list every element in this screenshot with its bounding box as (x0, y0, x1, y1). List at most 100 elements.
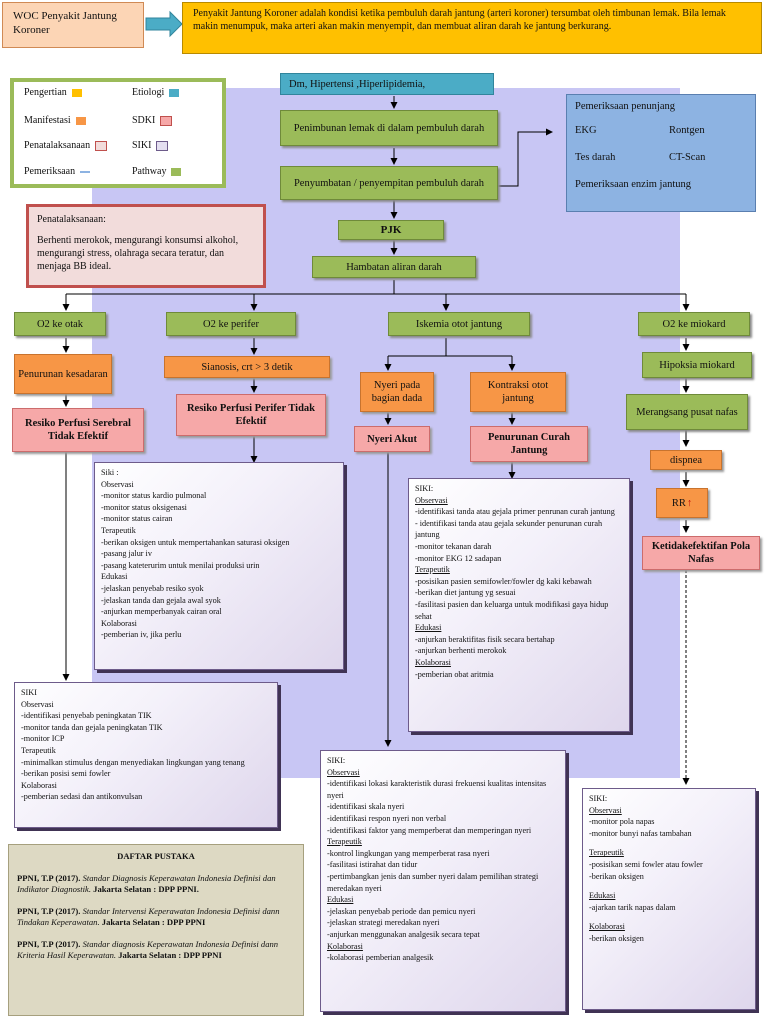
legend-label: SDKI (132, 115, 156, 126)
siki-line: -monitor ICP (21, 734, 65, 744)
siki-line: Terapeutik (101, 525, 136, 535)
siki-perifer-note: Siki : Observasi -monitor status kardio pu… (94, 462, 344, 670)
penatalaksanaan-box: Penatalaksanaan: Berhenti merokok, mengu… (26, 204, 266, 288)
siki-nafas-note: SIKI:Observasi-monitor pola napas-monito… (582, 788, 756, 1010)
siki-line: SIKI (21, 688, 37, 697)
node-rr: RR ↑ (656, 488, 708, 518)
siki-line: -identifikasi respon nyeri non verbal (327, 813, 447, 823)
siki-line: -berikan oksigen (589, 933, 644, 943)
dx-nyeri-akut: Nyeri Akut (354, 426, 430, 452)
page-title: WOC Penyakit Jantung Koroner (2, 2, 144, 48)
siki-line: SIKI: (589, 794, 608, 803)
legend-item: Etiologi (132, 87, 180, 98)
siki-line: -berikan oksigen untuk mempertahankan sa… (101, 537, 290, 547)
legend-label: Pengertian (24, 87, 67, 98)
siki-line: -berikan posisi semi fowler (21, 769, 111, 779)
siki-line: -kontrol lingkungan yang memperberat ras… (327, 848, 490, 858)
arrow-to-pemeriksaan (480, 128, 553, 187)
legend-item: Pathway (132, 166, 182, 177)
legend-swatch (156, 140, 169, 151)
siki-line: Observasi (101, 479, 134, 489)
siki-line: -fasilitasi istirahat dan tidur (327, 860, 418, 870)
siki-line: Terapeutik (21, 745, 56, 755)
ref-publisher: Jakarta Selatan : DPP PPNI (101, 917, 206, 927)
node-iskemia: Iskemia otot jantung (388, 312, 530, 336)
node-o2-perifer: O2 ke perifer (166, 312, 296, 336)
siki-line: -identifikasi faktor yang memperberat da… (327, 825, 532, 835)
legend (10, 78, 226, 188)
legend-item: Pengertian (24, 87, 82, 98)
siki-line: Edukasi (589, 891, 616, 901)
siki-line: -kolaborasi pemberian analgesik (327, 953, 434, 963)
legend-swatch (171, 167, 182, 176)
siki-line: -anjurkan memperbanyak cairan oral (101, 607, 222, 617)
node-sianosis: Sianosis, crt > 3 detik (164, 356, 330, 378)
legend-swatch (160, 115, 173, 126)
node-penurunan-kesadaran: Penurunan kesadaran (14, 354, 112, 394)
siki-line: -identifikasi lokasi karakteristik duras… (327, 779, 547, 800)
siki-line: -anjurkan berhenti merokok (415, 646, 507, 656)
ref-author: PPNI, T.P (2017). (17, 938, 81, 949)
pemeriksaan-ct-scan: CT-Scan (669, 152, 706, 163)
legend-item: Manifestasi (24, 115, 86, 126)
siki-line: Observasi (415, 495, 448, 505)
node-kontraksi: Kontraksi otot jantung (470, 372, 566, 412)
title-arrow-icon (145, 10, 183, 38)
node-pjk: PJK (338, 220, 444, 240)
dx-penurunan-curah-jantung: Penurunan Curah Jantung (470, 426, 588, 462)
ref-title: Standar diagnosis Keperawatan Indonesia … (17, 938, 279, 961)
siki-line: Siki : (101, 468, 119, 477)
ref-title: Standar Diagnosis Keperawatan Indonesia … (17, 872, 276, 895)
dx-perfusi-serebral: Resiko Perfusi Serebral Tidak Efektif (12, 408, 144, 452)
node-penyumbatan: Penyumbatan / penyempitan pembuluh darah (280, 166, 498, 200)
ref-publisher: Jakarta Selatan : DPP PPNI (118, 950, 222, 960)
pustaka-ref: PPNI, T.P (2017). Standar diagnosis Kepe… (17, 939, 295, 962)
siki-line: -monitor tekanan darah (415, 541, 492, 551)
siki-line: -jelaskan penyebab periode dan pemicu ny… (327, 906, 476, 916)
siki-line: -monitor tanda dan gejala peningkatan TI… (21, 722, 163, 732)
node-merangsang: Merangsang pusat nafas (626, 394, 748, 430)
pustaka-ref: PPNI, T.P (2017). Standar Intervensi Kep… (17, 906, 295, 929)
siki-line: -jelaskan tanda dan gejala awal syok (101, 595, 221, 605)
siki-line: Kolaborasi (21, 780, 57, 790)
siki-line: -minimalkan stimulus dengan menyediakan … (21, 757, 245, 767)
siki-line: -pasang kateterurim untuk menilai produk… (101, 560, 260, 570)
siki-line: Edukasi (415, 623, 442, 633)
siki-line: -monitor pola napas (589, 817, 655, 827)
siki-line: Observasi (589, 805, 622, 815)
node-o2-otak: O2 ke otak (14, 312, 106, 336)
legend-swatch (80, 170, 91, 173)
rr-label: RR (671, 497, 686, 509)
pemeriksaan-box: Pemeriksaan penunjang EKG Rontgen Tes da… (566, 94, 756, 212)
legend-label: SIKI (132, 140, 152, 151)
legend-item: SDKI (132, 115, 173, 126)
siki-line: -pasang jalur iv (101, 549, 152, 559)
siki-line: -monitor status cairan (101, 514, 173, 524)
legend-label: Pemeriksaan (24, 166, 76, 177)
dx-perfusi-perifer: Resiko Perfusi Perifer Tidak Efektif (176, 394, 326, 436)
siki-line: Edukasi (327, 895, 354, 905)
siki-line: Kolaborasi (327, 941, 363, 951)
siki-line: -monitor status oksigenasi (101, 502, 187, 512)
siki-line: -fasilitasi pasien dan keluarga untuk mo… (415, 599, 609, 621)
siki-line: -posisikan pasien semifowler/fowler dg k… (415, 576, 592, 586)
siki-line: Edukasi (101, 572, 128, 582)
pemeriksaan-enzim: Pemeriksaan enzim jantung (575, 179, 692, 190)
siki-line: Terapeutik (589, 848, 624, 858)
siki-line: -anjurkan beraktifitas fisik secara bert… (415, 634, 555, 644)
siki-line: - identifikasi tanda atau gejala sekunde… (415, 518, 603, 540)
siki-line: Kolaborasi (101, 618, 137, 628)
siki-line: -monitor status kardio pulmonal (101, 491, 207, 501)
siki-curah-note: SIKI:Observasi-identifikasi tanda atau g… (408, 478, 630, 732)
siki-line: -monitor EKG 12 sadapan (415, 553, 502, 563)
legend-swatch (75, 116, 86, 125)
siki-line: Kolaborasi (589, 922, 625, 932)
pemeriksaan-tes-darah: Tes darah (575, 152, 616, 163)
pemeriksaan-ekg: EKG (575, 125, 597, 136)
legend-item: SIKI (132, 140, 169, 151)
ref-title: Standar Intervensi Keperawatan Indonesia… (17, 905, 280, 928)
siki-line: -pemberian sedasi dan antikonvulsan (21, 792, 143, 802)
siki-line (589, 839, 749, 847)
